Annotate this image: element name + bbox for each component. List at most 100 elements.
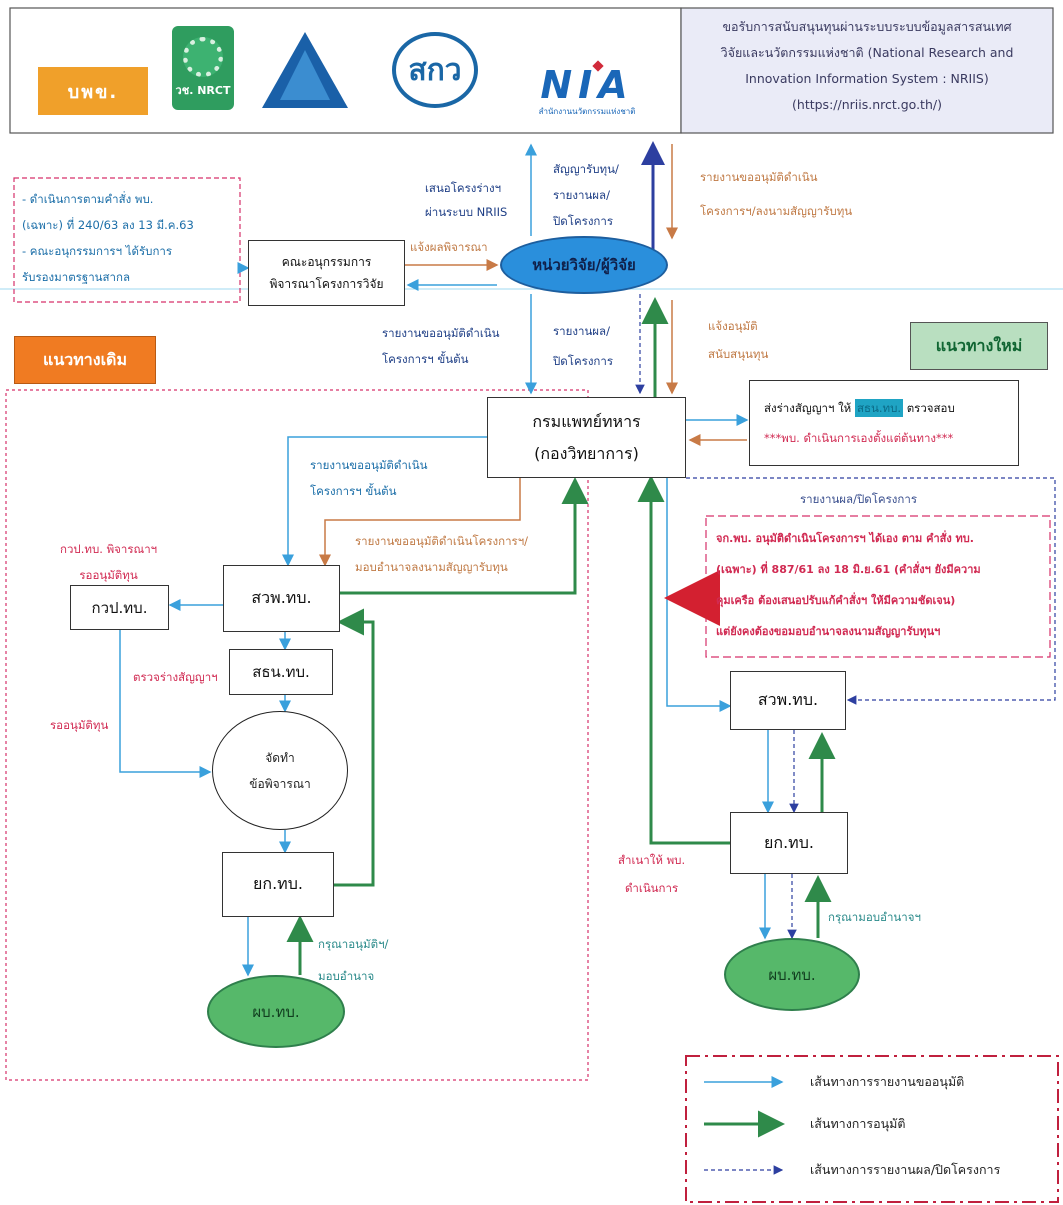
- await-fund-label: รออนุมัติทุน: [50, 718, 109, 732]
- propose-label: เสนอโครงร่างฯ ผ่านระบบ NRIIS: [425, 176, 507, 224]
- report-approve-top-line-2: โครงการฯ/ลงนามสัญญารับทุน: [700, 204, 853, 218]
- left-note-line-3: - คณะอนุกรรมการฯ ได้รับการ: [22, 244, 173, 258]
- nriis-info-line-4: (https://nriis.nrct.go.th/): [792, 97, 942, 112]
- contract-line-1: สัญญารับทุน/: [553, 162, 619, 176]
- notify-approve-label: แจ้งอนุมัติ สนับสนุนทุน: [708, 312, 768, 368]
- logo-nia-text: NIA: [540, 62, 634, 107]
- propose-line-2: ผ่านระบบ NRIIS: [425, 205, 508, 219]
- logo-tsri: [260, 30, 350, 110]
- sawp-new-box: สวพ.ทบ.: [730, 671, 846, 730]
- send-draft-box: ส่งร่างสัญญาฯ ให้ สธน.ทบ. ตรวจสอบ ***พบ.…: [749, 380, 1019, 466]
- logo-hsri-text: สกว: [408, 52, 462, 88]
- report-initial-line-2: โครงการฯ ขั้นต้น: [382, 352, 469, 366]
- contract-line-2: รายงานผล/: [553, 188, 610, 202]
- copy-to-line-1: สำเนาให้ พบ.: [618, 853, 686, 867]
- legend-close: เส้นทางการรายงานผล/ปิดโครงการ: [810, 1162, 1001, 1177]
- logo-nia: NIA สำนักงานนวัตกรรมแห่งชาติ: [514, 60, 660, 122]
- new-note-line-1: จก.พบ. อนุมัติดำเนินโครงการฯ ได้เอง ตาม …: [716, 532, 974, 545]
- kp-consider-label: กวป.ทบ. พิจารณาฯ รออนุมัติทุน: [60, 536, 157, 588]
- yk-new-label: ยก.ทบ.: [764, 832, 814, 852]
- sawp-old-box: สวพ.ทบ.: [223, 565, 340, 632]
- report-initial-2-label: รายงานขออนุมัติดำเนิน โครงการฯ ขั้นต้น: [310, 452, 427, 504]
- please-approve-label: กรุณาอนุมัติฯ/ มอบอำนาจ: [318, 928, 388, 992]
- please-approve-line-1: กรุณาอนุมัติฯ/: [318, 937, 389, 951]
- logo-hsri: สกว: [392, 32, 478, 108]
- contract-line-3: ปิดโครงการ: [553, 214, 614, 228]
- please-delegate-label: กรุณามอบอำนาจฯ: [828, 910, 921, 924]
- left-note: - ดำเนินการตามคำสั่ง พบ. (เฉพาะ) ที่ 240…: [22, 186, 194, 290]
- logo-nia-subtext: สำนักงานนวัตกรรมแห่งชาติ: [538, 106, 636, 116]
- report-initial-2-line-1: รายงานขออนุมัติดำเนิน: [310, 458, 428, 472]
- report-initial-label: รายงานขออนุมัติดำเนิน โครงการฯ ขั้นต้น: [382, 320, 499, 372]
- logo-pmu-text: บพข.: [67, 81, 119, 103]
- copy-to-line-2: ดำเนินการ: [624, 881, 679, 895]
- report-delegate-line-1: รายงานขออนุมัติดำเนินโครงการฯ/: [355, 534, 529, 548]
- send-draft-highlight: สธน.ทบ.: [854, 399, 904, 417]
- please-approve-line-2: มอบอำนาจ: [318, 969, 375, 983]
- left-note-line-1: - ดำเนินการตามคำสั่ง พบ.: [22, 192, 154, 206]
- sawp-old-label: สวพ.ทบ.: [251, 588, 312, 607]
- send-draft-suffix: ตรวจสอบ: [906, 401, 955, 415]
- report-close-new-label: รายงานผล/ปิดโครงการ: [800, 492, 917, 506]
- nriis-info-line-1: ขอรับการสนับสนุนทุนผ่านระบบระบบข้อมูลสาร…: [722, 19, 1012, 34]
- report-initial-2-line-2: โครงการฯ ขั้นต้น: [310, 484, 397, 498]
- old-way-label: แนวทางเดิม: [43, 349, 127, 369]
- army-medical-line-1: กรมแพทย์ทหาร: [532, 411, 641, 431]
- notify-approve-line-2: สนับสนุนทุน: [708, 347, 769, 361]
- kawp-box: กวป.ทบ.: [70, 585, 169, 630]
- prepare-line-2: ข้อพิจารณา: [249, 776, 311, 791]
- researcher-node: หน่วยวิจัย/ผู้วิจัย: [500, 236, 668, 294]
- researcher-label: หน่วยวิจัย/ผู้วิจัย: [532, 256, 636, 274]
- old-way-tag: แนวทางเดิม: [14, 336, 156, 384]
- pb-new-node: ผบ.ทบ.: [724, 938, 860, 1011]
- contract-label: สัญญารับทุน/ รายงานผล/ ปิดโครงการ: [553, 156, 619, 234]
- notify-approve-line-1: แจ้งอนุมัติ: [708, 319, 758, 333]
- kawp-label: กวป.ทบ.: [91, 598, 148, 617]
- yk-new-box: ยก.ทบ.: [730, 812, 848, 874]
- sawp-new-label: สวพ.ทบ.: [757, 690, 819, 709]
- report-close-label: รายงานผล/ ปิดโครงการ: [553, 316, 613, 376]
- triangle-icon: [262, 32, 348, 108]
- report-delegate-label: รายงานขออนุมัติดำเนินโครงการฯ/ มอบอำนาจล…: [355, 528, 528, 580]
- legend-report: เส้นทางการรายงานขออนุมัติ: [810, 1074, 965, 1089]
- pb-old-label: ผบ.ทบ.: [252, 1002, 300, 1021]
- send-draft-prefix: ส่งร่างสัญญาฯ ให้: [764, 401, 852, 415]
- self-start-note: ***พบ. ดำเนินการเองตั้งแต่ต้นทาง***: [764, 431, 954, 445]
- left-note-line-4: รับรองมาตรฐานสากล: [22, 270, 131, 284]
- gear-icon: [183, 37, 223, 77]
- committee-line-1: คณะอนุกรรมการ: [281, 255, 372, 269]
- nriis-info: ขอรับการสนับสนุนทุนผ่านระบบระบบข้อมูลสาร…: [684, 14, 1050, 118]
- propose-line-1: เสนอโครงร่างฯ: [425, 181, 502, 195]
- new-note-line-4: แต่ยังคงต้องขอมอบอำนาจลงนามสัญญารับทุนฯ: [716, 625, 941, 638]
- pb-old-node: ผบ.ทบ.: [207, 975, 345, 1048]
- logo-nrct: วช. NRCT: [172, 26, 234, 110]
- new-way-tag: แนวทางใหม่: [910, 322, 1048, 370]
- kp-consider-line-2: รออนุมัติทุน: [79, 568, 138, 582]
- kp-consider-line-1: กวป.ทบ. พิจารณาฯ: [60, 542, 158, 556]
- report-close-line-2: ปิดโครงการ: [553, 354, 614, 368]
- new-note-line-2: (เฉพาะ) ที่ 887/61 ลง 18 มิ.ย.61 (คำสั่ง…: [716, 563, 981, 576]
- copy-to-label: สำเนาให้ พบ. ดำเนินการ: [618, 846, 685, 902]
- sathon-box: สธน.ทบ.: [229, 649, 333, 695]
- legend-approve: เส้นทางการอนุมัติ: [810, 1116, 906, 1131]
- check-contract-label: ตรวจร่างสัญญาฯ: [133, 670, 218, 684]
- new-note-line-3: คุมเครือ ต้องเสนอปรับแก้คำสั่งฯ ให้มีควา…: [716, 594, 956, 607]
- sathon-label: สธน.ทบ.: [252, 663, 310, 681]
- army-medical-line-2: (กองวิทยาการ): [534, 443, 639, 463]
- send-draft-line: ส่งร่างสัญญาฯ ให้ สธน.ทบ. ตรวจสอบ: [764, 393, 955, 423]
- notify-result-label: แจ้งผลพิจารณา: [410, 240, 488, 254]
- report-approve-top-line-1: รายงานขออนุมัติดำเนิน: [700, 170, 818, 184]
- committee-box: คณะอนุกรรมการ พิจารณาโครงการวิจัย: [248, 240, 405, 306]
- army-medical-box: กรมแพทย์ทหาร (กองวิทยาการ): [487, 397, 686, 478]
- report-close-line-1: รายงานผล/: [553, 324, 610, 338]
- new-way-label: แนวทางใหม่: [935, 335, 1023, 355]
- left-note-line-2: (เฉพาะ) ที่ 240/63 ลง 13 มี.ค.63: [22, 218, 194, 232]
- logo-nrct-text: วช. NRCT: [175, 84, 231, 97]
- prepare-node: จัดทำ ข้อพิจารณา: [212, 711, 348, 830]
- yk-old-box: ยก.ทบ.: [222, 852, 334, 917]
- pb-new-label: ผบ.ทบ.: [768, 965, 816, 984]
- report-initial-line-1: รายงานขออนุมัติดำเนิน: [382, 326, 500, 340]
- nriis-info-line-3: Innovation Information System : NRIIS): [745, 71, 989, 86]
- logo-pmu: บพข.: [38, 67, 148, 115]
